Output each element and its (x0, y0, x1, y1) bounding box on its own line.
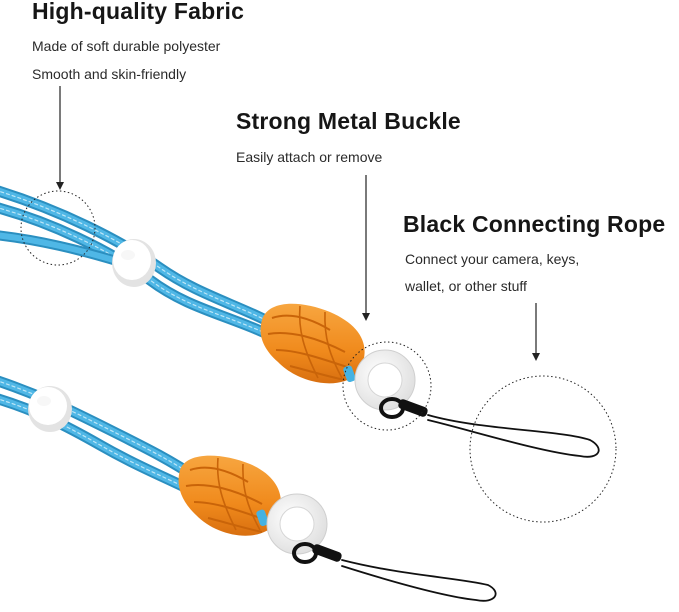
fabric-title: High-quality Fabric (32, 0, 245, 24)
buckle-highlight-circle (342, 341, 432, 431)
rope-highlight-circle (469, 375, 617, 523)
callout-markers (20, 86, 617, 523)
lower-black-rope (292, 542, 497, 602)
rope-title: Black Connecting Rope (403, 211, 666, 237)
buckle-description: Easily attach or remove (236, 149, 383, 165)
lower-orange-knot (178, 455, 281, 536)
upper-orange-knot (260, 303, 365, 384)
lower-slider-bead (28, 386, 72, 432)
rope-description-1: Connect your camera, keys, (405, 251, 580, 267)
fabric-description-2: Smooth and skin-friendly (32, 66, 187, 82)
fabric-description-1: Made of soft durable polyester (32, 38, 221, 54)
lower-lanyard (0, 375, 497, 602)
rope-description-2: wallet, or other stuff (405, 278, 527, 294)
fabric-highlight-circle (20, 190, 96, 266)
lower-split-ring (266, 493, 328, 555)
buckle-title: Strong Metal Buckle (236, 108, 461, 134)
lower-blue-strap (0, 375, 206, 498)
upper-slider-bead (112, 239, 156, 287)
buckle-arrowhead (362, 313, 370, 321)
rope-arrowhead (532, 353, 540, 361)
upper-blue-strap (0, 185, 291, 346)
upper-lanyard (0, 185, 600, 458)
upper-black-rope (379, 397, 600, 458)
fabric-arrowhead (56, 182, 64, 190)
upper-split-ring (354, 349, 416, 411)
